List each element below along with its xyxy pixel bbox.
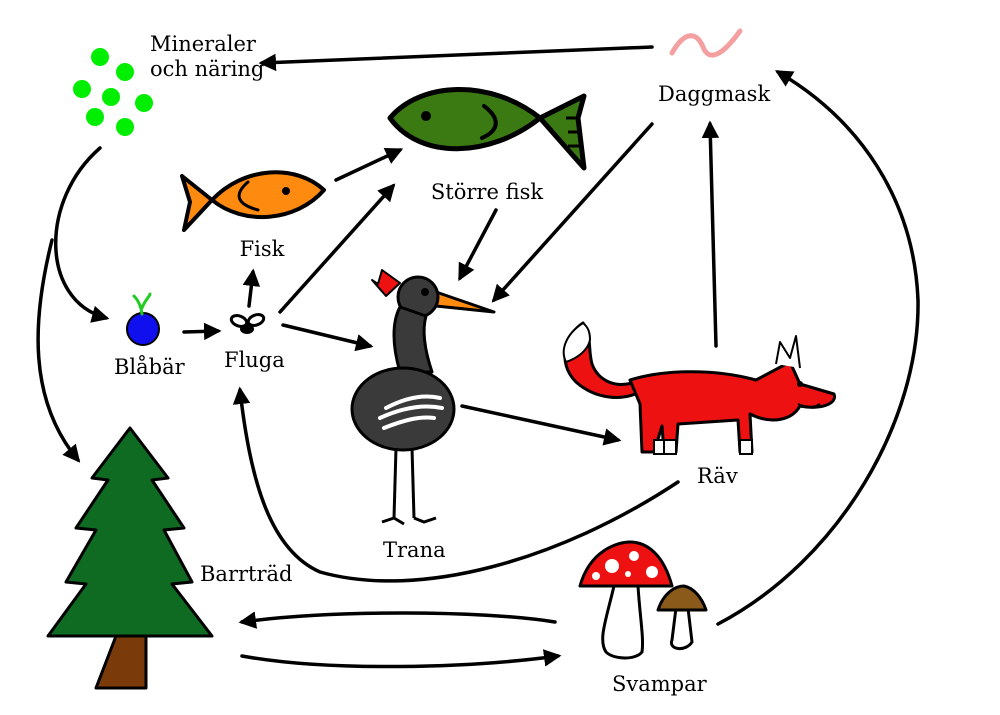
label-conifer: Barrträd xyxy=(200,562,293,586)
fish-icon xyxy=(180,170,326,232)
label-big-fish: Större fisk xyxy=(430,180,544,204)
label-mushrooms: Svampar xyxy=(612,672,707,696)
arrow-fly-to-crane xyxy=(281,323,374,352)
arrow-conifer-to-mushrooms xyxy=(240,649,562,669)
label-fish: Fisk xyxy=(239,237,285,261)
arrow-big-fish-to-crane xyxy=(458,208,498,282)
label-minerals-line2: och näring xyxy=(150,57,265,82)
arrow-fox-to-fly xyxy=(232,386,680,583)
label-fly: Fluga xyxy=(224,348,285,372)
label-minerals-line1: Mineraler xyxy=(150,32,256,56)
fox-icon xyxy=(562,321,836,455)
arrow-mushrooms-to-worm xyxy=(716,70,920,626)
arrow-mushrooms-to-conifer xyxy=(238,611,557,629)
label-blueberry: Blåbär xyxy=(114,355,185,379)
arrow-fly-to-big-fish xyxy=(278,183,396,314)
minerals-icon xyxy=(73,48,153,136)
blueberry-icon xyxy=(126,292,160,346)
arrow-blueberry-to-fly xyxy=(182,322,222,341)
arrow-minerals-to-blueberry xyxy=(54,146,110,323)
mushrooms-icon xyxy=(578,540,708,660)
arrow-minerals-to-conifer xyxy=(36,238,81,463)
arrow-crane-to-fox xyxy=(460,404,622,446)
label-minerals: Mineraler och näring xyxy=(150,32,264,82)
arrow-worm-to-minerals xyxy=(258,45,654,72)
label-crane: Trana xyxy=(383,538,446,562)
earthworm-icon xyxy=(669,28,743,58)
big-fish-icon xyxy=(387,87,587,171)
fly-icon xyxy=(229,313,266,334)
label-earthworm: Daggmask xyxy=(658,82,771,106)
conifer-tree-icon xyxy=(46,426,214,690)
arrow-fly-to-fish xyxy=(242,268,261,308)
crane-icon xyxy=(350,269,496,526)
arrow-worm-to-crane xyxy=(491,122,654,303)
label-fox: Räv xyxy=(697,464,738,488)
arrow-fox-to-worm xyxy=(701,120,720,348)
arrow-fish-to-big-fish xyxy=(334,148,404,182)
